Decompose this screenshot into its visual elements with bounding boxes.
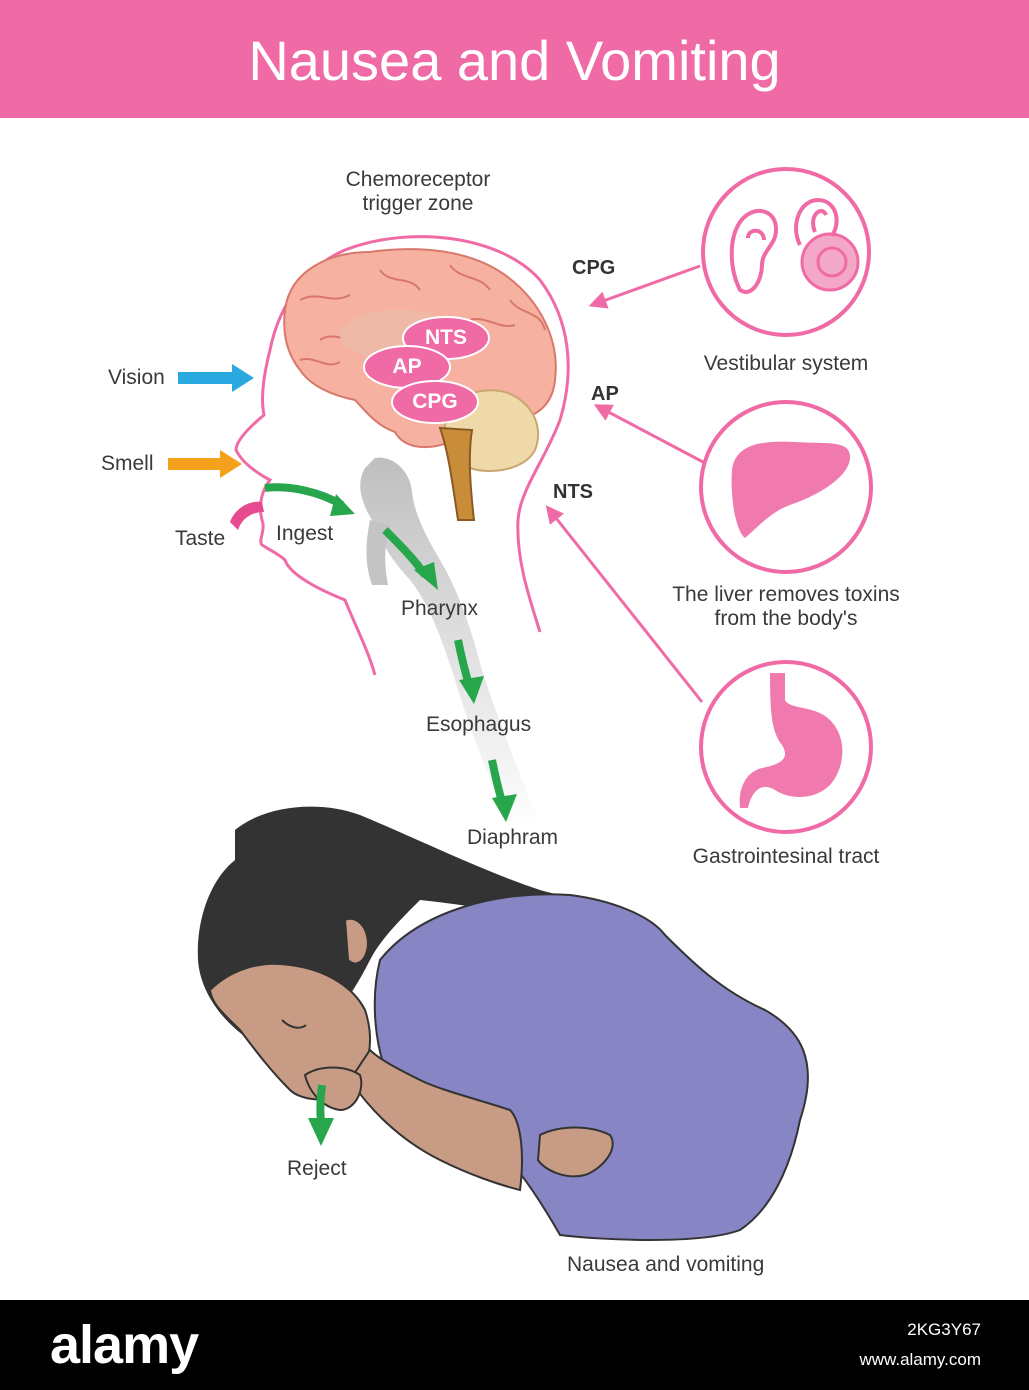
liver-label-line2: from the body's — [714, 607, 858, 630]
brain-stem — [438, 426, 476, 521]
cpg-arrow — [588, 264, 701, 309]
esophagus-label: Esophagus — [426, 713, 532, 736]
ctz-label-line2: trigger zone — [362, 192, 474, 215]
diaphram-arrowhead — [492, 794, 517, 822]
pill-cpg — [391, 380, 479, 424]
hand-belly — [536, 1126, 614, 1178]
ingest-arrowhead — [330, 494, 355, 516]
ap-arrow — [593, 404, 704, 464]
semicircular-canals — [794, 197, 839, 246]
ctz-label: Chemoreceptor trigger zone — [318, 168, 518, 216]
hand-mouth — [303, 1066, 363, 1112]
ap-path-label: AP — [591, 383, 619, 405]
liver-label-line1: The liver removes toxins — [672, 583, 900, 606]
caption-label: Nausea and vomiting — [567, 1253, 765, 1276]
pharynx-label: Pharynx — [401, 597, 479, 620]
airway-branch — [366, 520, 390, 585]
arm — [348, 1048, 523, 1192]
image-id: 2KG3Y67 — [907, 1320, 981, 1339]
smell-label: Smell — [101, 452, 154, 475]
nts-path-label: NTS — [553, 481, 593, 503]
pill-cpg-text: CPG — [412, 390, 458, 413]
eye — [281, 1019, 307, 1029]
vestibular-label: Vestibular system — [703, 352, 869, 375]
footer-bar: alamy 2KG3Y67 www.alamy.com — [0, 1300, 1029, 1390]
ctz-label-line1: Chemoreceptor — [345, 168, 491, 191]
pharynx-arrowhead — [414, 562, 438, 590]
brain-folds — [299, 264, 546, 366]
nts-arrow — [545, 505, 704, 703]
cochlea-icon — [800, 232, 860, 292]
diagram-stage: Chemoreceptor trigger zone NTS AP CPG Vi… — [101, 167, 936, 1276]
stomach-icon — [739, 673, 843, 808]
diagram-canvas — [168, 167, 873, 1241]
smell-arrow — [168, 450, 242, 478]
ear-icon — [729, 208, 778, 294]
reject-arrowhead — [308, 1118, 334, 1146]
cpg-path-label: CPG — [572, 257, 616, 279]
pill-ap-text: AP — [392, 355, 422, 378]
page-title: Nausea and Vomiting — [248, 29, 781, 92]
gi-label: Gastrointesinal tract — [692, 845, 880, 868]
vision-label: Vision — [108, 366, 165, 389]
esophagus-arrowhead — [459, 676, 484, 704]
cochlea-inner — [816, 246, 848, 278]
head-outline — [234, 235, 570, 676]
footer-url: www.alamy.com — [859, 1350, 981, 1369]
reject-label: Reject — [287, 1157, 347, 1180]
taste-label: Taste — [175, 527, 226, 550]
vision-arrow — [178, 364, 254, 392]
ear — [343, 917, 370, 965]
title-banner: Nausea and Vomiting — [0, 0, 1029, 118]
liver-icon — [731, 441, 851, 538]
diaphram-label: Diaphram — [467, 826, 559, 849]
pill-nts-text: NTS — [425, 326, 467, 349]
ingest-arrow — [264, 483, 345, 509]
alamy-logo: alamy — [50, 1315, 199, 1375]
shirt — [373, 893, 809, 1241]
digestive-tract — [360, 457, 540, 830]
tongue — [230, 501, 264, 530]
liver-label: The liver removes toxins from the body's — [636, 583, 936, 631]
ingest-label: Ingest — [276, 522, 334, 545]
reject-arrow — [316, 1084, 326, 1123]
